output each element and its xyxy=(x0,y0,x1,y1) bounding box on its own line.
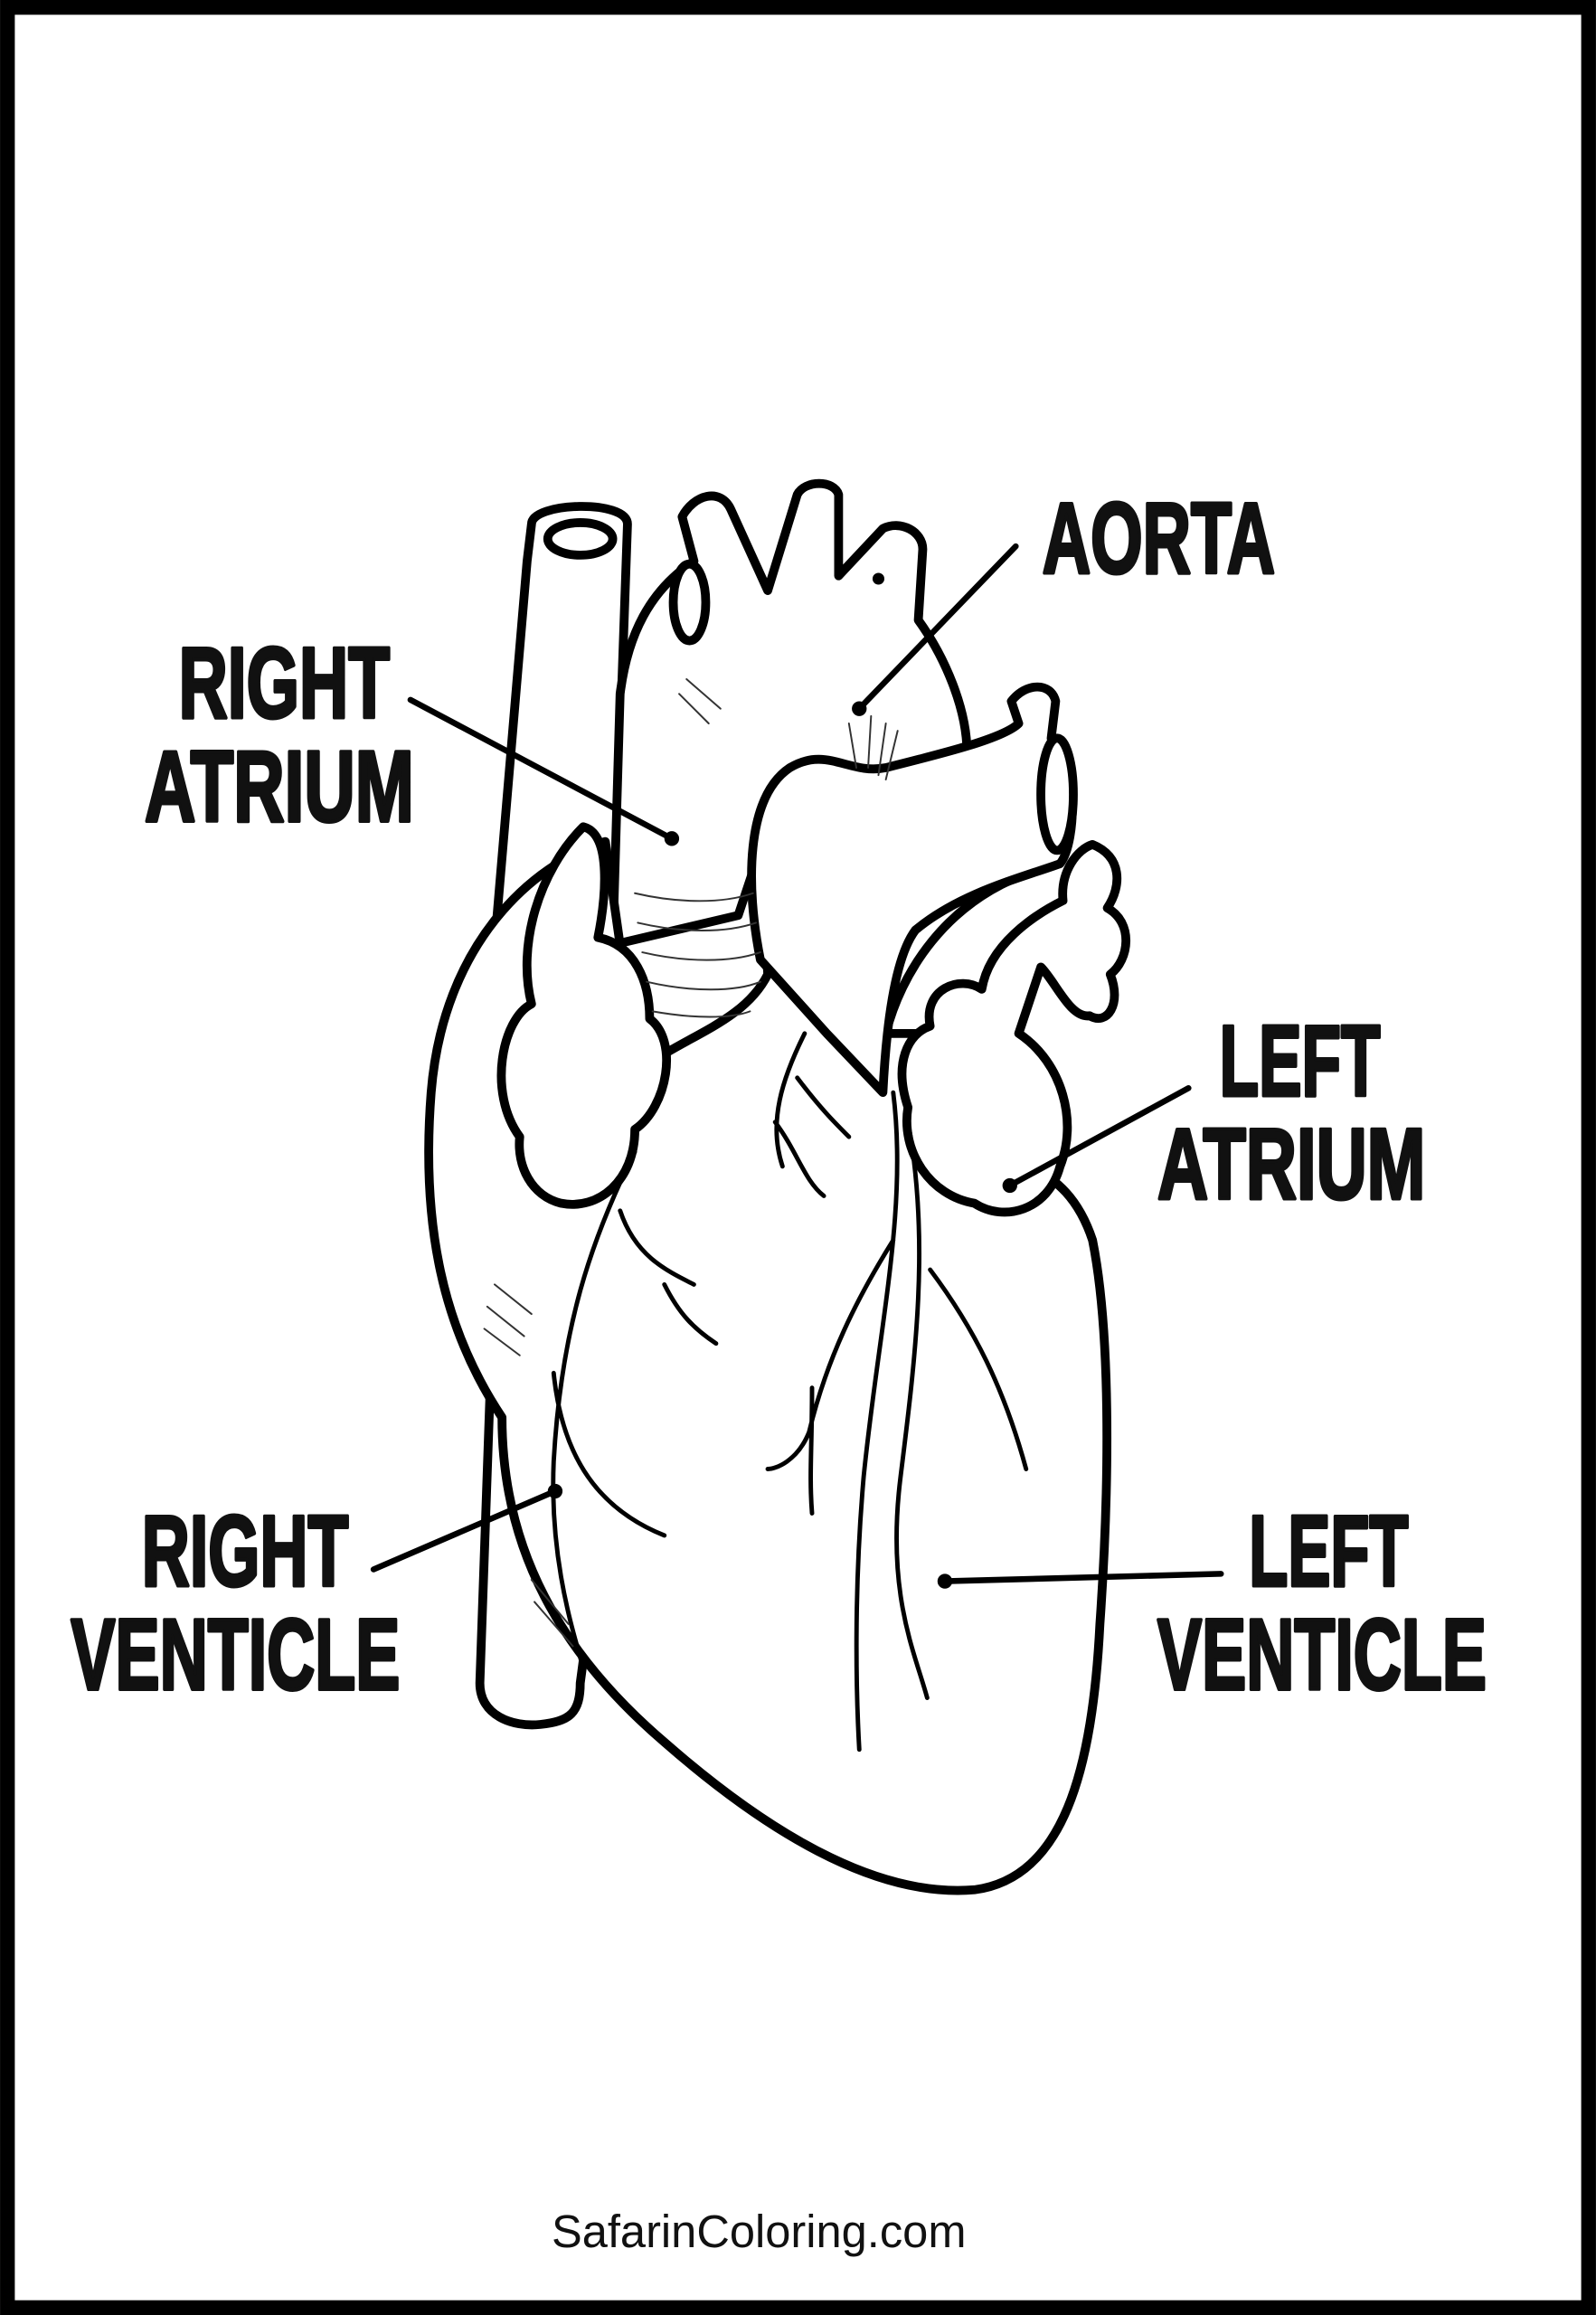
vena-cava-opening xyxy=(543,518,618,560)
leader-lines xyxy=(370,543,1224,1589)
label-right-atrium-line1: RIGHT xyxy=(179,628,390,740)
coronary-vessel-right xyxy=(551,1149,719,1671)
aorta-leader-line xyxy=(855,543,1019,712)
label-left-venticle-line1: LEFT xyxy=(1249,1495,1408,1607)
label-left-atrium-line1: LEFT xyxy=(1220,1005,1381,1117)
label-aorta: AORTA xyxy=(1043,482,1275,594)
right-atrium-leader-line xyxy=(407,696,675,842)
right-atrium-leader-dot xyxy=(664,831,680,846)
heart-drawing xyxy=(424,478,1130,1895)
left-atrium-leader-line xyxy=(1006,1085,1192,1189)
pulmonary-opening xyxy=(1036,733,1078,855)
left-atrium-lobe xyxy=(897,839,1130,1217)
coronary-vessel-left xyxy=(765,1090,1029,1753)
pulmonary-trunk xyxy=(747,682,1077,1098)
aorta-leader-dot xyxy=(852,701,867,716)
labels: AORTA RIGHT ATRIUM LEFT ATRIUM RIGHT VEN… xyxy=(70,481,1488,1712)
label-right-venticle-line2: VENTICLE xyxy=(71,1599,400,1711)
label-left-venticle-line2: VENTICLE xyxy=(1157,1599,1487,1711)
aorta-dot xyxy=(872,572,885,585)
right-venticle-leader-line xyxy=(370,1488,559,1573)
label-right-atrium-line2: ATRIUM xyxy=(145,731,414,843)
left-atrium-leader-dot xyxy=(1002,1177,1017,1194)
right-atrium-lobe xyxy=(496,822,672,1209)
footer-website: SafarinColoring.com xyxy=(552,2206,967,2257)
coronary-branch-center xyxy=(772,1031,852,1198)
left-venticle-leader-line xyxy=(941,1571,1224,1584)
right-venticle-leader-dot xyxy=(547,1483,563,1499)
label-right-venticle-line1: RIGHT xyxy=(142,1495,349,1607)
left-venticle-leader-dot xyxy=(937,1573,953,1589)
shading-lines xyxy=(483,678,899,1648)
label-left-atrium-line2: ATRIUM xyxy=(1157,1109,1425,1221)
aorta-branch-opening xyxy=(668,559,711,646)
